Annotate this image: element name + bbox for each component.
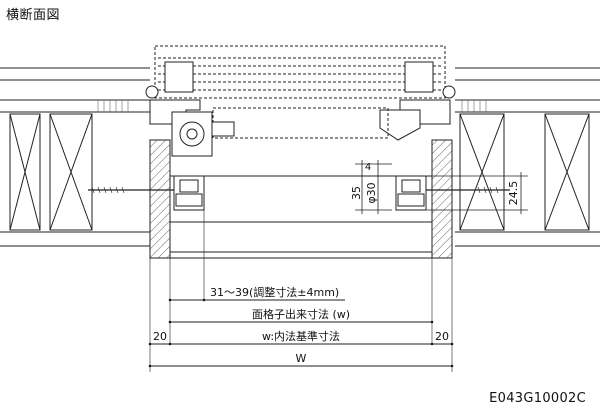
drawing-code: E043G10002C xyxy=(489,391,586,406)
right-wall xyxy=(455,67,600,247)
bottom-dimensions xyxy=(148,298,454,368)
roller-mechanism xyxy=(171,111,235,157)
dim-total-w: W xyxy=(296,352,307,365)
reveal-hatching xyxy=(149,139,453,259)
window-frame-top xyxy=(145,45,456,141)
dim-adjust: 31～39(調整寸法±4mm) xyxy=(210,285,339,299)
dim-right-20: 20 xyxy=(435,330,449,343)
drawing-title: 横断面図 xyxy=(6,8,61,23)
anchor-screws xyxy=(88,186,510,194)
dimension-guides xyxy=(355,160,528,214)
grille-bracket-left xyxy=(173,175,205,211)
dim-24-5: 24.5 xyxy=(507,181,520,206)
grille-bracket-right xyxy=(395,175,427,211)
dim-4: 4 xyxy=(365,162,371,173)
left-wall xyxy=(0,67,150,247)
dim-inner-width: w:内法基準寸法 xyxy=(262,329,340,343)
dim-left-20: 20 xyxy=(153,330,167,343)
dim-grille-width: 面格子出来寸法 (w) xyxy=(252,307,350,321)
dim-phi30: φ30 xyxy=(365,182,378,203)
dim-35: 35 xyxy=(350,186,363,200)
